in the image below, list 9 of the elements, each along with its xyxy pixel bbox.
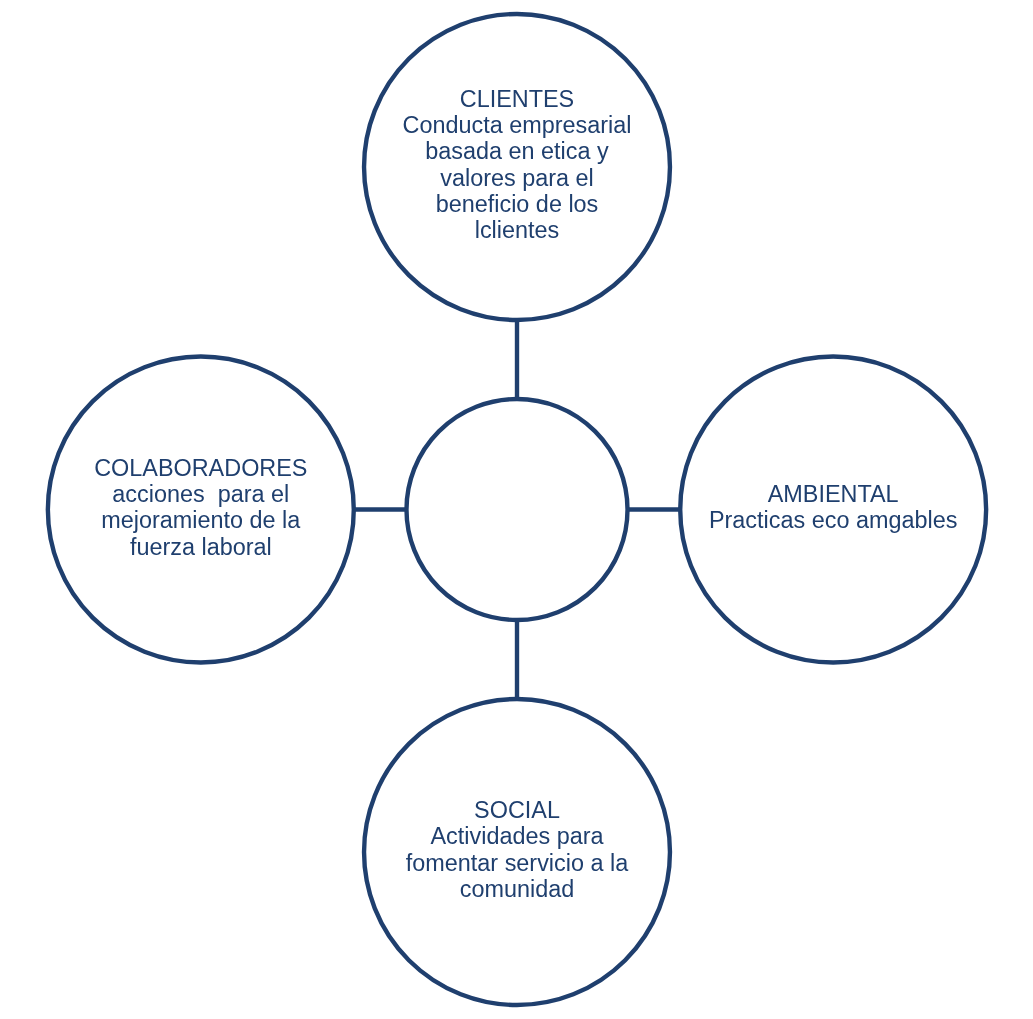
node-circle: COLABORADORES acciones para el mejoramiento de la fuerza laboral xyxy=(45,354,356,665)
connector xyxy=(627,507,680,512)
connector xyxy=(514,320,519,399)
node-circle: CLIENTES Conducta empresarial basada en etica y valores para el beneficio de los lclientes xyxy=(361,11,672,323)
connector xyxy=(353,507,406,512)
connector xyxy=(514,620,519,699)
node-circle: AMBIENTAL Practicas eco amgables xyxy=(677,354,988,665)
node-circle: SOCIAL Actividades para fomentar servicio a la comunidad xyxy=(361,696,672,1008)
node-circle xyxy=(403,396,630,623)
